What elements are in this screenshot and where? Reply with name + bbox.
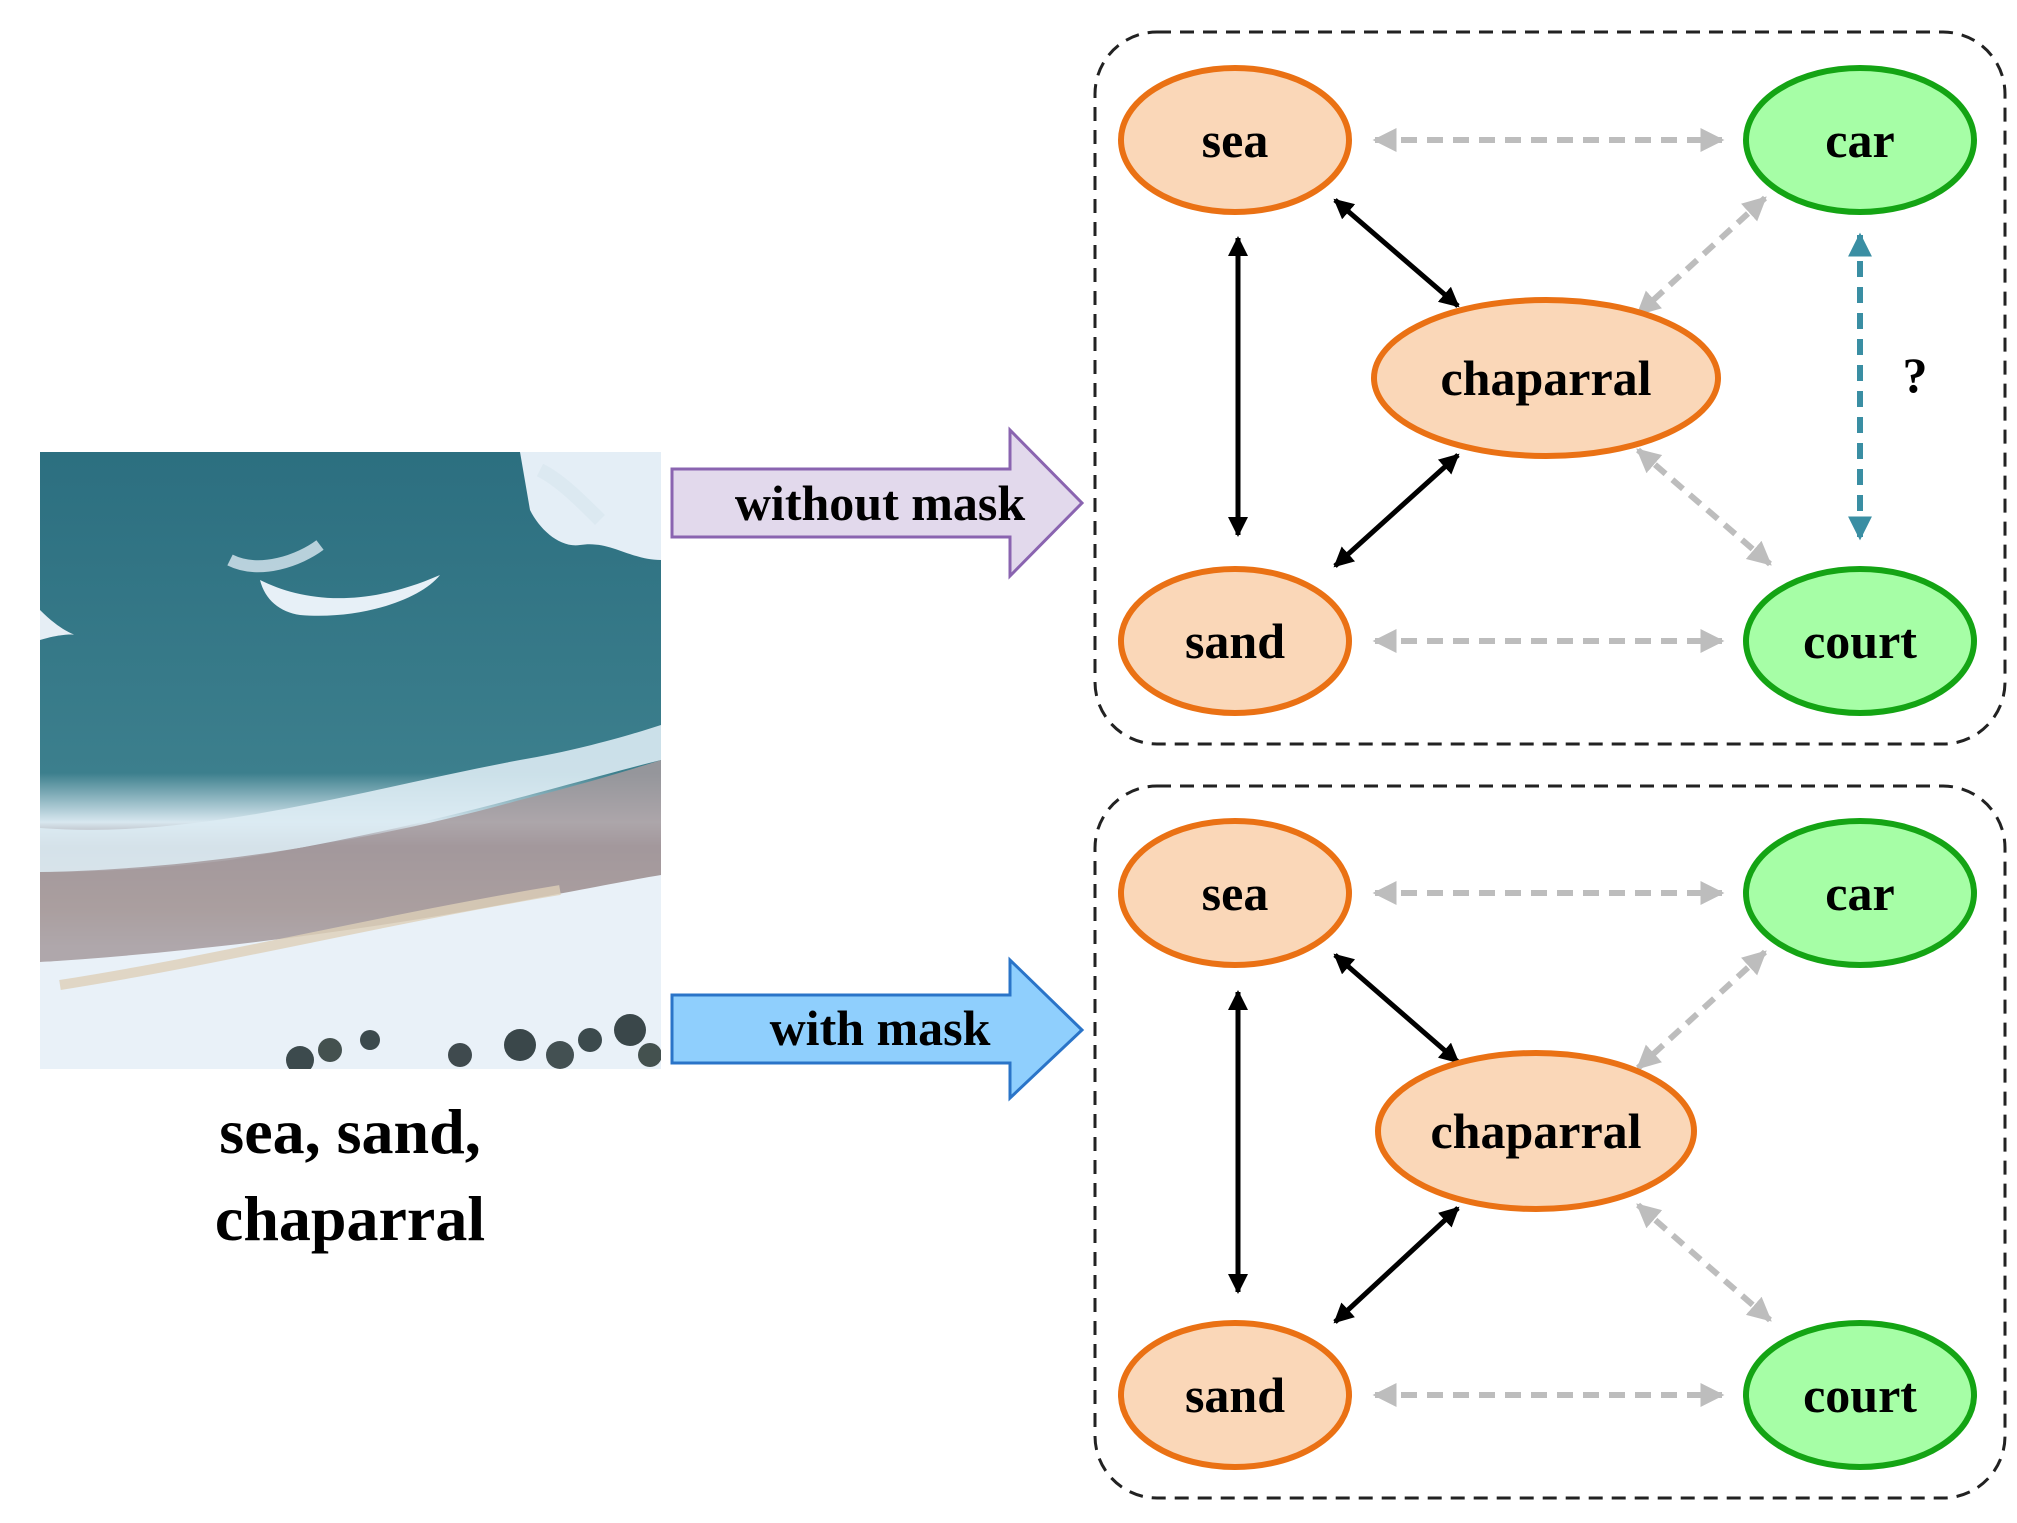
node-sand: sand [1118,566,1352,716]
image-caption-line1: sea, sand, [219,1096,480,1167]
edge-sand-chaparral [1333,453,1460,568]
with-mask-arrow: with mask [670,956,1085,1102]
question-mark: ? [1903,347,1928,403]
edge-court-chaparral [1636,1202,1772,1323]
node-sea-label: sea [1202,865,1269,921]
node-chaparral-label: chaparral [1430,1103,1641,1159]
node-sea: sea [1118,65,1352,215]
edge-court-chaparral [1636,447,1772,567]
node-chaparral-label: chaparral [1440,350,1651,406]
node-sea: sea [1118,818,1352,968]
node-sand-label: sand [1185,613,1285,669]
node-car-label: car [1825,112,1894,168]
node-court-label: court [1803,1367,1917,1423]
edge-car-chaparral [1635,949,1768,1071]
edge-sea-chaparral [1333,953,1460,1064]
graph-bottom-frame [1093,784,2007,1500]
node-court: court [1743,566,1977,716]
without-mask-arrow-shape [670,426,1085,580]
node-car: car [1743,65,1977,215]
node-court: court [1743,1320,1977,1470]
edge-sand-chaparral [1333,1206,1460,1324]
graph-top-frame [1093,30,2007,746]
with-mask-label: with mask [770,1000,991,1056]
node-car: car [1743,818,1977,968]
image-caption-line2: chaparral [215,1183,485,1254]
node-chaparral: chaparral [1375,1050,1697,1212]
node-court-label: court [1803,613,1917,669]
node-sand-label: sand [1185,1367,1285,1423]
edge-sea-chaparral [1333,198,1460,308]
without-mask-label: without mask [735,475,1026,531]
node-car-label: car [1825,865,1894,921]
node-chaparral: chaparral [1371,297,1721,459]
node-sand: sand [1118,1320,1352,1470]
graph-with-mask: sea car chaparral sand court [1093,784,2007,1500]
edge-car-chaparral [1635,195,1768,317]
with-mask-arrow-shape [670,956,1085,1102]
graph-without-mask: ? sea car chaparral sand court [1093,30,2007,746]
without-mask-arrow: without mask [670,426,1085,580]
aerial-coast-image [40,452,661,1069]
node-sea-label: sea [1202,112,1269,168]
